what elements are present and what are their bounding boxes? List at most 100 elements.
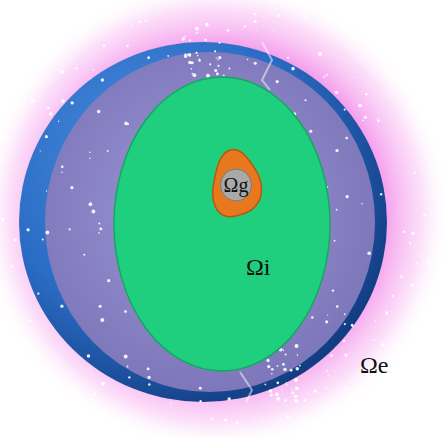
particle-dot [271, 368, 274, 371]
particle-dot [344, 313, 346, 315]
particle-dot [437, 174, 440, 177]
particle-dot [295, 387, 299, 391]
particle-dot [127, 365, 129, 367]
particle-dot [326, 6, 330, 10]
particle-dot [371, 27, 375, 31]
particle-dot [218, 56, 221, 59]
particle-dot [254, 13, 257, 16]
particle-dot [188, 53, 191, 56]
particle-dot [9, 406, 11, 408]
particle-dot [87, 354, 91, 358]
particle-dot [199, 400, 201, 402]
particle-dot [218, 42, 220, 44]
particle-dot [377, 119, 380, 122]
particle-dot [89, 158, 90, 159]
particle-dot [31, 419, 33, 421]
particle-dot [47, 107, 49, 109]
particle-dot [199, 387, 202, 390]
particle-dot [205, 23, 209, 27]
particle-dot [334, 240, 336, 242]
particle-dot [1, 218, 4, 221]
particle-dot [26, 228, 29, 231]
particle-dot [364, 116, 367, 119]
particle-dot [269, 393, 272, 396]
particle-dot [126, 44, 129, 47]
particle-dot [99, 227, 102, 230]
particle-dot [441, 78, 445, 82]
particle-dot [66, 432, 69, 435]
particle-dot [386, 432, 388, 434]
middle-layer [45, 52, 375, 392]
particle-dot [400, 275, 403, 278]
particle-dot [115, 15, 117, 17]
particle-dot [423, 214, 426, 217]
particle-dot [323, 76, 325, 78]
cut-edge [240, 372, 252, 402]
particle-dot [264, 384, 266, 386]
particle-dot [98, 222, 100, 224]
particle-dot [284, 399, 287, 402]
particle-dot [138, 20, 141, 23]
particle-dot [353, 13, 356, 16]
particle-dot [254, 20, 257, 23]
particle-dot [45, 231, 49, 235]
particle-dot [60, 305, 63, 308]
region-label: Ωg [224, 174, 249, 196]
particle-dot [294, 394, 298, 398]
particle-dot [227, 397, 230, 400]
particle-dot [335, 149, 338, 152]
particle-dot [256, 29, 257, 30]
particle-dot [434, 78, 436, 80]
particle-dot [91, 210, 95, 214]
particle-dot [266, 359, 269, 362]
particle-dot [49, 112, 53, 116]
particle-dot [286, 415, 289, 418]
particle-dot [236, 421, 239, 424]
particle-dot [327, 315, 328, 316]
particle-dot [325, 320, 328, 323]
particle-dot [209, 63, 211, 65]
particle-dot [285, 353, 287, 355]
particle-dot [195, 27, 199, 31]
particle-dot [187, 54, 188, 55]
particle-dot [395, 35, 397, 37]
particle-dot [10, 35, 12, 37]
particle-dot [444, 189, 446, 192]
particle-dot [352, 325, 354, 327]
particle-dot [277, 365, 279, 367]
region-label: Ωi [246, 254, 271, 280]
particle-dot [244, 25, 246, 27]
particle-dot [2, 49, 5, 52]
particle-dot [61, 165, 64, 168]
particle-dot [144, 20, 146, 22]
particle-dot [409, 417, 411, 419]
particle-dot [276, 397, 280, 401]
particle-dot [416, 108, 420, 112]
particle-dot [107, 279, 110, 282]
particle-dot [10, 356, 13, 359]
particle-dot [216, 73, 219, 76]
particle-dot [375, 33, 377, 35]
particle-dot [398, 66, 400, 68]
particle-dot [386, 311, 388, 313]
particle-dot [182, 37, 186, 41]
particle-dot [347, 388, 348, 389]
particle-dot [375, 320, 376, 321]
particle-dot [69, 228, 71, 230]
particle-dot [45, 135, 48, 138]
particle-dot [325, 387, 327, 389]
particle-dot [362, 119, 364, 121]
particle-dot [314, 390, 317, 393]
particle-dot [346, 195, 349, 198]
particle-dot [70, 186, 73, 189]
particle-dot [276, 80, 279, 83]
particle-dot [227, 29, 230, 32]
particle-dot [411, 284, 414, 287]
particle-dot [97, 110, 101, 114]
core-sphere [221, 169, 252, 201]
particle-dot [332, 289, 334, 291]
cut-edge [262, 42, 272, 90]
particle-dot [91, 399, 94, 402]
particle-dot [185, 53, 187, 55]
